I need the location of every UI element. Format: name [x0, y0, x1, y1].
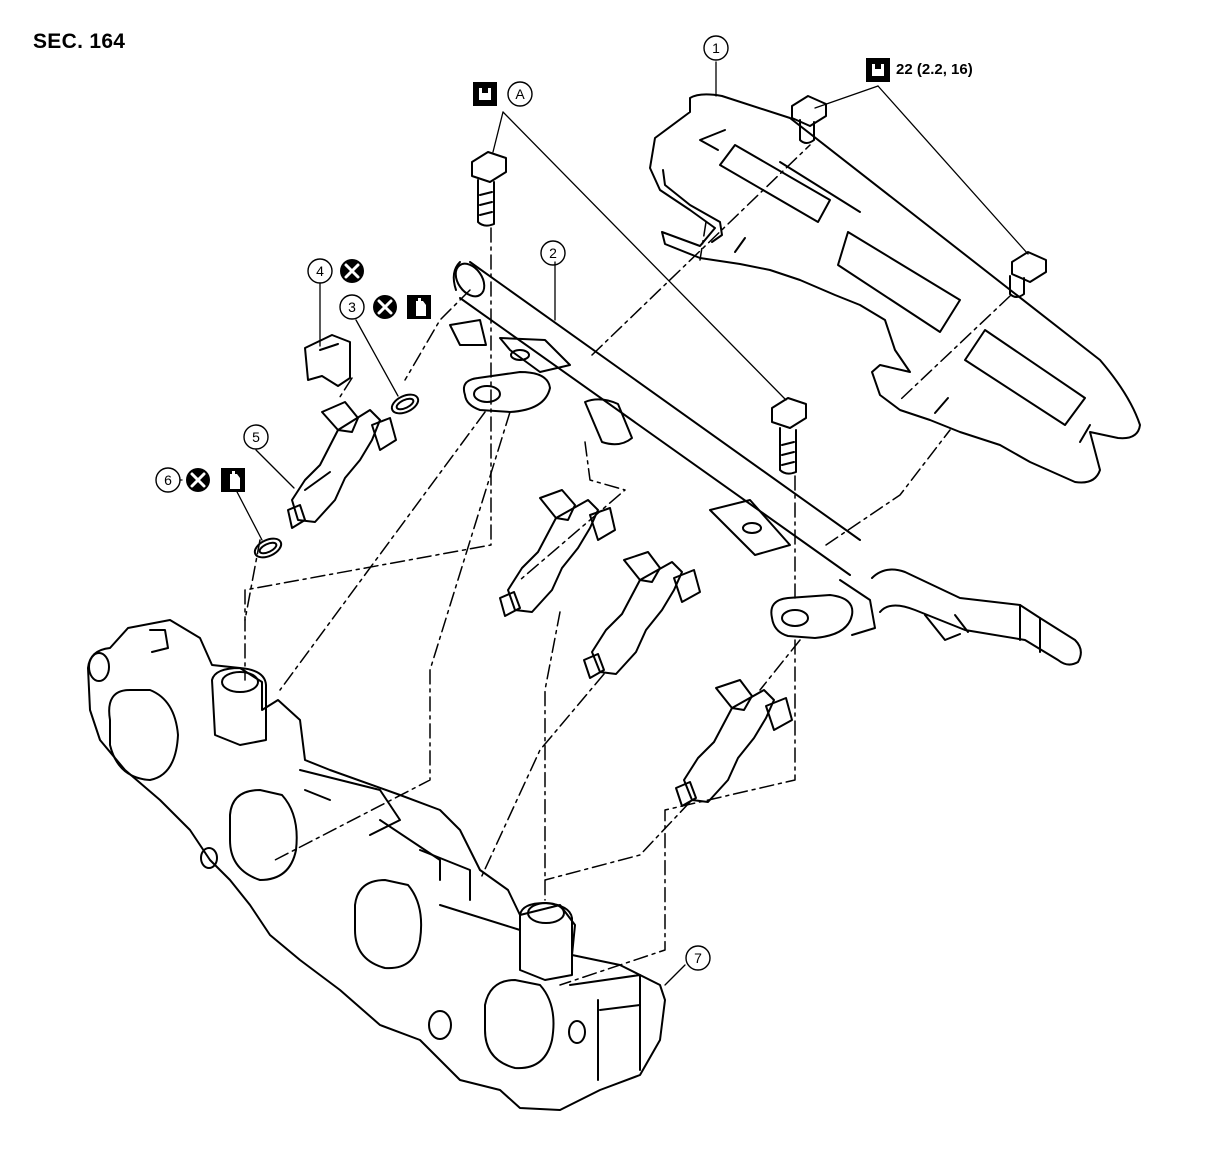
torque-wrench-icon	[473, 82, 497, 106]
rail-bolt-right	[771, 397, 807, 475]
callout-7: 7	[685, 945, 711, 971]
svg-text:6: 6	[164, 472, 172, 488]
alignment-lines	[244, 144, 1011, 986]
do-not-reuse-icon	[373, 295, 397, 319]
svg-text:2: 2	[549, 245, 557, 261]
section-label: SEC. 164	[33, 30, 126, 53]
do-not-reuse-icon	[340, 259, 364, 283]
callout-1: 1	[703, 35, 729, 61]
callout-6: 6	[155, 467, 181, 493]
injector-2	[499, 489, 616, 617]
svg-text:4: 4	[316, 263, 324, 279]
lubricate-icon	[221, 468, 245, 492]
svg-text:A: A	[515, 86, 525, 102]
rail-bolt-left	[471, 151, 507, 227]
intake-manifold	[87, 619, 666, 1111]
svg-text:7: 7	[694, 950, 702, 966]
leader-lines	[179, 61, 1029, 986]
callout-4: 4	[307, 258, 333, 284]
callouts: 1 2 3 4 5 6 7	[155, 35, 729, 971]
reference-A: A	[507, 81, 533, 107]
injector-exploded	[253, 334, 420, 559]
cover-bolt-lower	[1009, 251, 1047, 298]
injector-cover	[649, 93, 1141, 484]
svg-text:5: 5	[252, 429, 260, 445]
fuel-rail	[449, 261, 1082, 666]
torque-spec-label: 22 (2.2, 16)	[896, 61, 973, 78]
lubricate-icon	[407, 295, 431, 319]
svg-text:3: 3	[348, 299, 356, 315]
injector-4	[675, 679, 793, 807]
callout-2: 2	[540, 240, 566, 266]
do-not-reuse-icon	[186, 468, 210, 492]
injector-3	[583, 551, 701, 679]
callout-5: 5	[243, 424, 269, 450]
torque-wrench-icon	[866, 58, 890, 82]
cover-bolt-upper	[791, 95, 827, 144]
callout-3: 3	[339, 294, 365, 320]
svg-text:1: 1	[712, 40, 720, 56]
